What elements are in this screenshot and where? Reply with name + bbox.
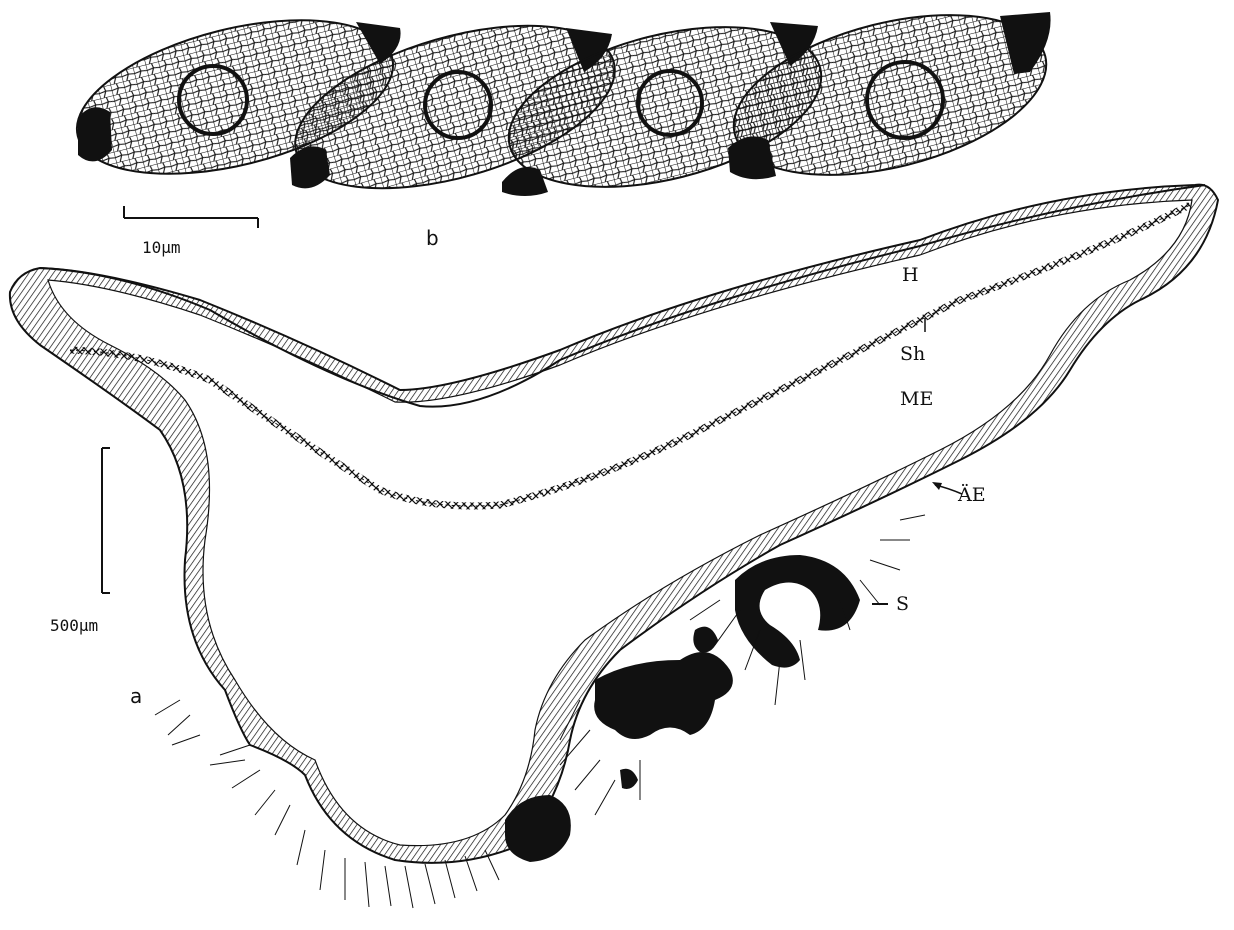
scale-bar-a-label: 500µm — [50, 618, 98, 634]
annotation-me: ME — [900, 390, 933, 409]
annotation-h: H — [902, 266, 919, 285]
spore-mass-small — [693, 627, 718, 653]
lumen — [48, 200, 1192, 846]
scale-bar-b — [124, 206, 258, 228]
panel-a-organ — [10, 185, 1218, 908]
cell-1-end-cap-left — [78, 107, 112, 161]
scale-bar-b-label: 10µm — [142, 240, 181, 256]
annotation-ae: ÄE — [958, 486, 986, 505]
cell-4 — [717, 0, 1062, 204]
annotation-sh: Sh — [900, 345, 925, 364]
annotation-s: S — [896, 595, 909, 614]
panel-b-label: b — [426, 228, 439, 248]
panel-a-label: a — [130, 686, 142, 706]
scale-bar-a — [102, 448, 110, 593]
spore-mass-middle — [594, 652, 733, 739]
spore-mass-upper — [735, 555, 860, 668]
panel-b-cells — [61, 0, 1062, 220]
